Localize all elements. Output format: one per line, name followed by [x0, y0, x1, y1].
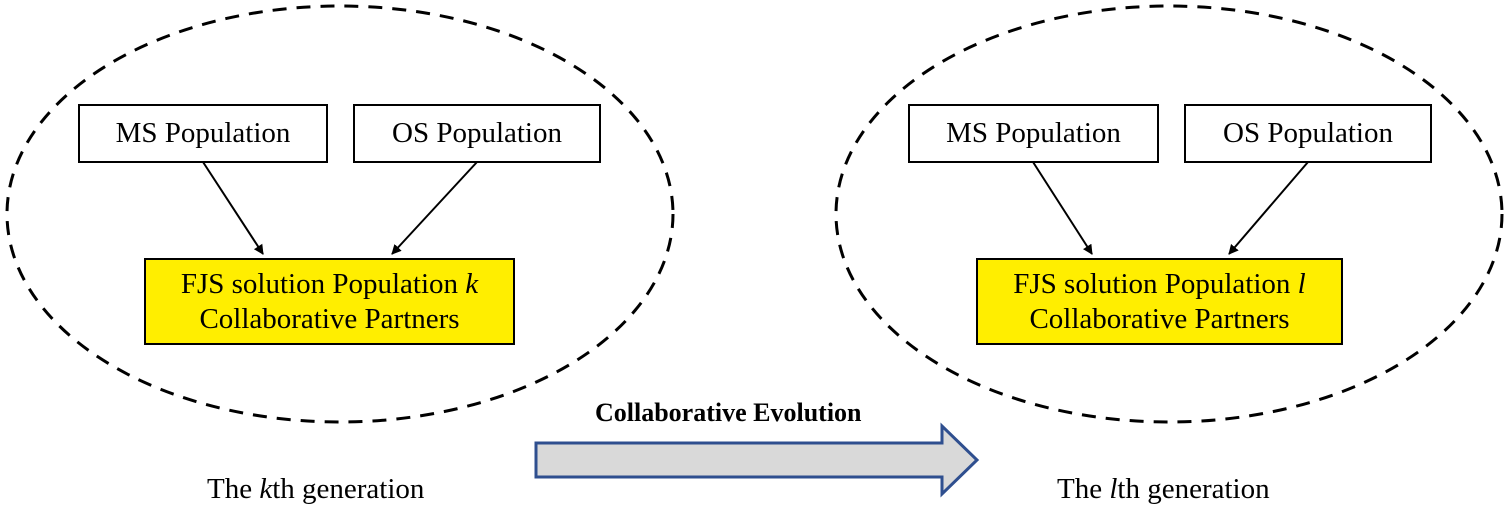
- collaborative-evolution-arrow: [534, 422, 980, 498]
- left-solution-population-box: FJS solution Population k Collaborative …: [144, 258, 515, 345]
- right-solution-variable: l: [1297, 267, 1306, 300]
- left-os-to-solution-arrow: [391, 161, 478, 255]
- left-ms-population-box: MS Population: [78, 104, 328, 163]
- left-generation-caption: The kth generation: [207, 475, 424, 504]
- left-caption-variable: k: [259, 473, 273, 505]
- left-solution-line1: FJS solution Population k: [181, 267, 478, 302]
- right-ms-population-box: MS Population: [908, 104, 1159, 163]
- left-caption-prefix: The: [207, 473, 260, 505]
- left-solution-line2: Collaborative Partners: [199, 302, 460, 335]
- right-solution-line1: FJS solution Population l: [1013, 267, 1305, 302]
- left-ms-population-label: MS Population: [115, 117, 291, 149]
- right-os-to-solution-arrow: [1228, 161, 1309, 255]
- right-solution-line2: Collaborative Partners: [1029, 302, 1290, 335]
- right-os-population-box: OS Population: [1184, 104, 1432, 163]
- right-os-population-label: OS Population: [1223, 117, 1393, 149]
- right-ms-population-label: MS Population: [946, 117, 1121, 149]
- left-generation-ellipse: [5, 4, 675, 424]
- left-os-population-box: OS Population: [353, 104, 601, 163]
- left-solution-variable: k: [465, 267, 479, 300]
- right-solution-title: FJS solution Population: [1013, 267, 1298, 300]
- right-caption-prefix: The: [1057, 473, 1110, 505]
- right-caption-variable: l: [1109, 473, 1118, 505]
- right-caption-suffix: th generation: [1117, 473, 1270, 505]
- right-solution-population-box: FJS solution Population l Collaborative …: [976, 258, 1343, 345]
- left-ms-to-solution-arrow: [202, 161, 264, 255]
- right-ms-to-solution-arrow: [1032, 161, 1093, 255]
- right-generation-ellipse: [834, 4, 1504, 424]
- collaborative-evolution-label: Collaborative Evolution: [595, 398, 862, 427]
- left-os-population-label: OS Population: [392, 117, 562, 149]
- left-solution-title: FJS solution Population: [180, 267, 466, 300]
- left-caption-suffix: th generation: [272, 473, 425, 505]
- right-generation-caption: The lth generation: [1057, 475, 1270, 504]
